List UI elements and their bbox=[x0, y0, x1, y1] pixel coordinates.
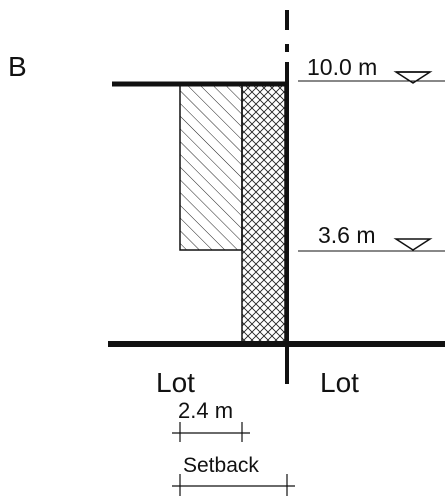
lot-label-left: Lot bbox=[156, 367, 195, 398]
elevation-marker-top bbox=[298, 71, 445, 84]
dimension-setback bbox=[172, 474, 295, 496]
lot-label-right: Lot bbox=[320, 367, 359, 398]
lower-setback-volume bbox=[179, 84, 243, 251]
dimension-width bbox=[172, 422, 250, 442]
elevation-marker-mid bbox=[298, 238, 445, 252]
dimension-width-label: 2.4 m bbox=[178, 398, 233, 423]
section-label-b: B bbox=[8, 51, 27, 82]
elevation-label-top: 10.0 m bbox=[307, 54, 377, 80]
elevation-label-mid: 3.6 m bbox=[318, 222, 376, 248]
dimension-setback-label: Setback bbox=[183, 454, 259, 477]
boundary-wall-volume bbox=[241, 84, 286, 344]
